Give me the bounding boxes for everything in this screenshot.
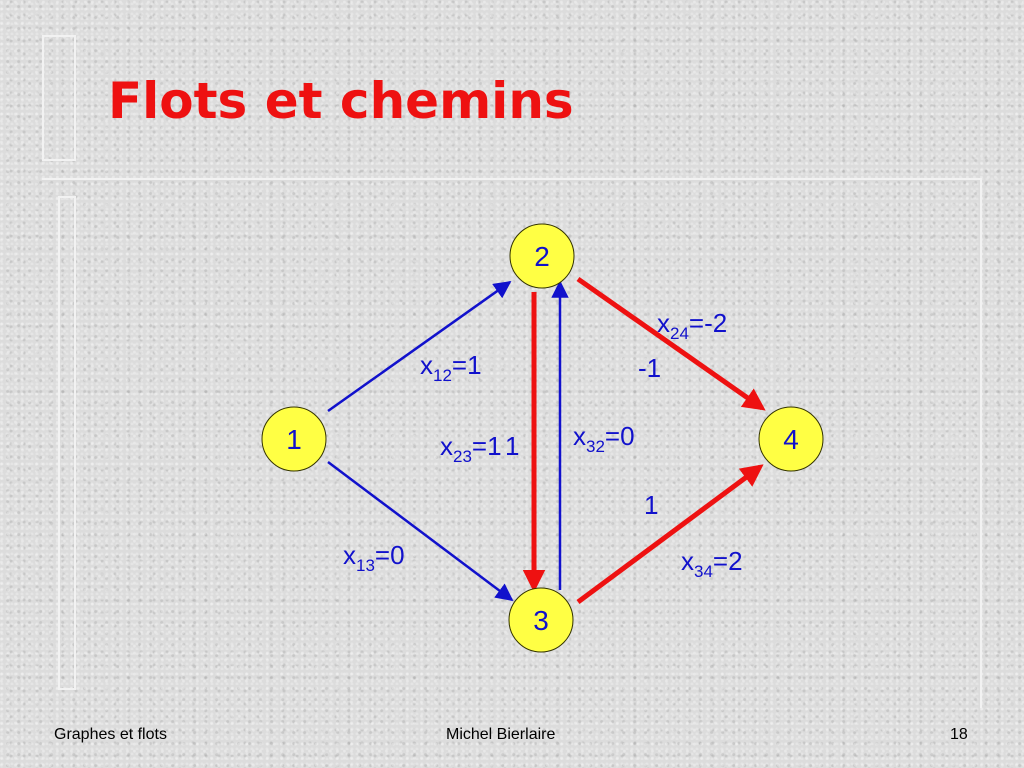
node-3-label: 3: [533, 605, 549, 636]
edge-1-2-flow-label: x12=1: [420, 350, 482, 385]
node-4-label: 4: [783, 424, 799, 455]
edge-1-3: [327, 461, 514, 602]
footer-author: Michel Bierlaire: [446, 726, 556, 743]
node-1: 1: [261, 406, 327, 472]
edge-2-4-flow-label: x24=-2: [657, 308, 727, 343]
edge-3-4-path-label: 1: [644, 490, 658, 520]
edge-1-3-flow-label: x13=0: [343, 540, 405, 575]
node-2: 2: [509, 223, 575, 289]
content-frame: [42, 178, 982, 708]
edge-2-4-path-label: -1: [638, 353, 661, 383]
edge-1-2: [327, 280, 512, 413]
node-1-label: 1: [286, 424, 302, 455]
edge-2-3-path-label: 1: [505, 431, 519, 461]
edge-2-3-flow-label: x23=1: [440, 431, 502, 466]
edge-3-2-flow-label: x32=0: [573, 421, 635, 456]
footer-course-title: Graphes et flots: [54, 726, 167, 743]
node-2-label: 2: [534, 241, 550, 272]
footer-page-number: 18: [950, 726, 968, 743]
edge-3-4: [576, 464, 764, 605]
node-3: 3: [508, 587, 574, 653]
slide-title: Flots et chemins: [108, 72, 574, 130]
node-4: 4: [758, 406, 824, 472]
edge-2-4: [576, 276, 766, 411]
content-decoration-bar: [58, 196, 76, 690]
title-decoration-bar: [42, 35, 76, 161]
edge-3-4-flow-label: x34=2: [681, 546, 743, 581]
